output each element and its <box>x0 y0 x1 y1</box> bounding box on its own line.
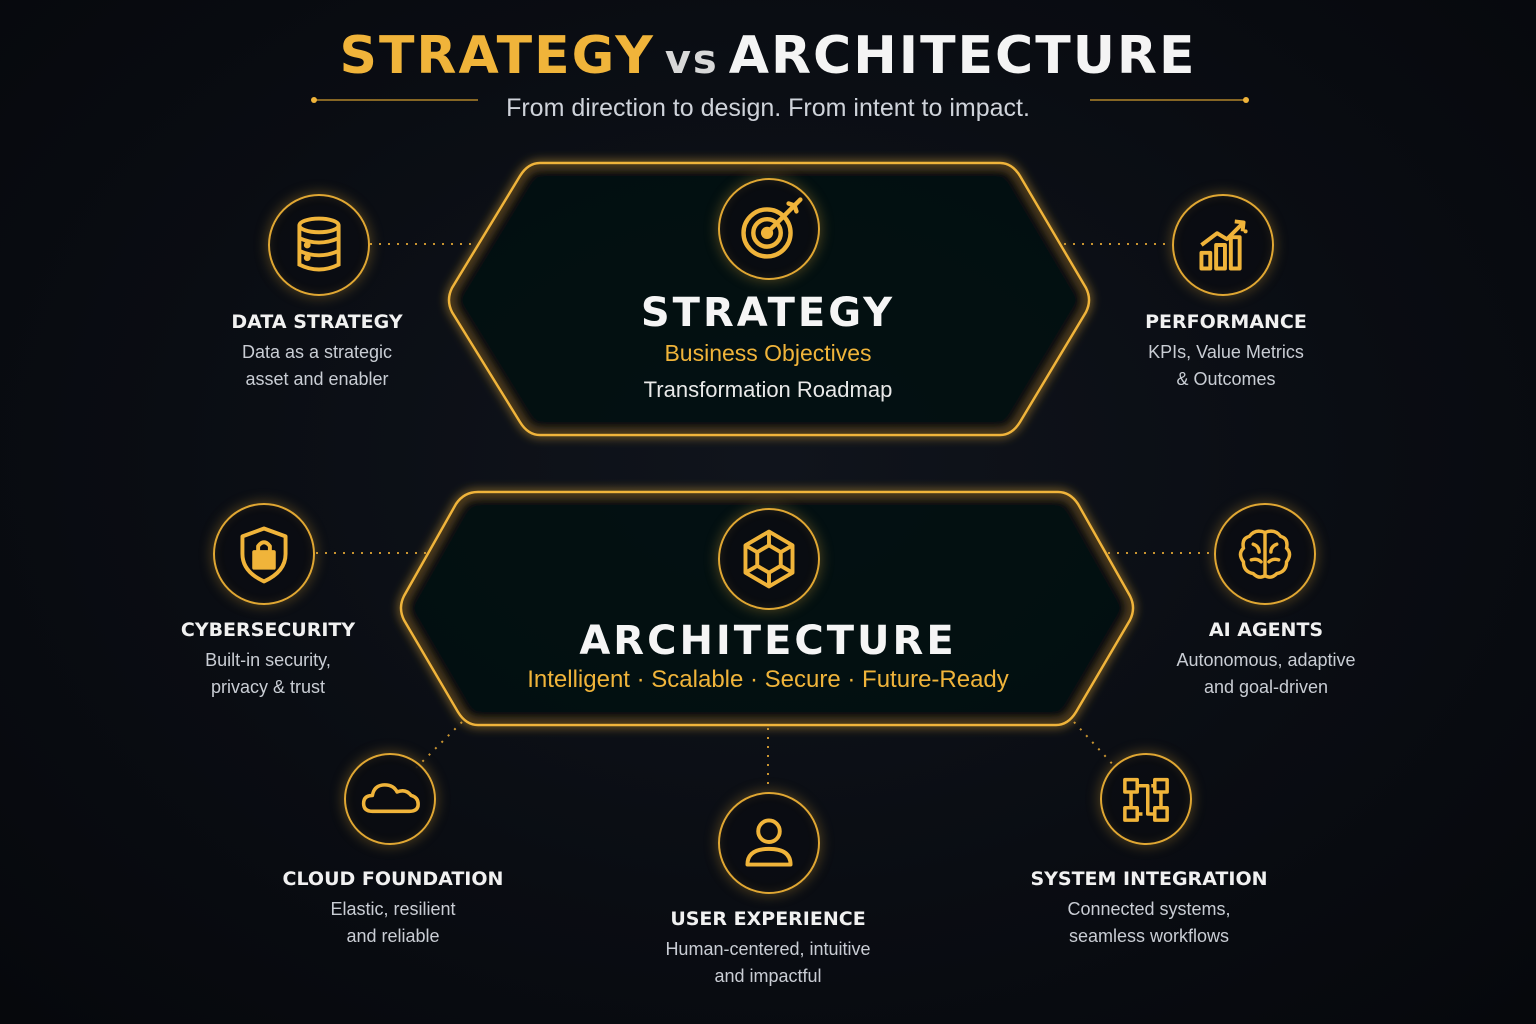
cybersecurity-line1: Built-in security, <box>205 650 331 670</box>
architecture-title: ARCHITECTURE <box>579 618 957 664</box>
strategy-title: STRATEGY <box>640 290 896 336</box>
cybersecurity-title: CYBERSECURITY <box>180 619 356 641</box>
performance-line2: & Outcomes <box>1176 369 1276 389</box>
performance-title: PERFORMANCE <box>1145 311 1307 333</box>
ai-agents-line1: Autonomous, adaptive <box>1176 650 1356 670</box>
performance-line1: KPIs, Value Metrics <box>1148 342 1304 362</box>
cube-network-icon <box>718 508 820 610</box>
strategy-business-objectives: Business Objectives <box>664 340 872 366</box>
user-icon <box>718 792 820 894</box>
system-integration-line2: seamless workflows <box>1068 926 1230 946</box>
title-vs: vs <box>664 37 719 83</box>
brain-icon <box>1214 503 1316 605</box>
ai-agents-line2: and goal-driven <box>1203 677 1329 697</box>
title-rule-right-dot <box>1243 97 1249 103</box>
architecture-tagline: Intelligent · Scalable · Secure · Future… <box>527 666 1009 693</box>
cloud-foundation-line2: and reliable <box>346 926 440 946</box>
page-subtitle: From direction to design. From intent to… <box>506 94 1030 122</box>
strategy-hexagon <box>447 161 1091 437</box>
title-strategy: STRATEGY <box>339 26 655 86</box>
cloud-foundation-title: CLOUD FOUNDATION <box>282 868 504 890</box>
user-experience-line2: and impactful <box>714 966 822 986</box>
target-icon <box>718 178 820 280</box>
system-integration-title: SYSTEM INTEGRATION <box>1030 868 1268 890</box>
user-experience-title: USER EXPERIENCE <box>670 908 866 930</box>
connector-cloud <box>415 721 463 769</box>
user-experience-line1: Human-centered, intuitive <box>665 939 871 959</box>
integration-icon <box>1100 753 1192 845</box>
connector-integration <box>1073 721 1117 769</box>
title-rule-left-dot <box>311 97 317 103</box>
strategy-transformation-roadmap: Transformation Roadmap <box>643 377 893 402</box>
database-icon <box>268 194 370 296</box>
data-strategy-line2: asset and enabler <box>245 369 389 389</box>
ai-agents-title: AI AGENTS <box>1208 619 1324 641</box>
data-strategy-title: DATA STRATEGY <box>231 311 403 333</box>
cloud-foundation-line1: Elastic, resilient <box>330 899 456 919</box>
shield-lock-icon <box>213 503 315 605</box>
cybersecurity-line2: privacy & trust <box>210 677 326 697</box>
bar-chart-icon <box>1172 194 1274 296</box>
system-integration-line1: Connected systems, <box>1067 899 1231 919</box>
cloud-icon <box>344 753 436 845</box>
data-strategy-line1: Data as a strategic <box>241 342 393 362</box>
title-architecture: ARCHITECTURE <box>728 26 1197 86</box>
